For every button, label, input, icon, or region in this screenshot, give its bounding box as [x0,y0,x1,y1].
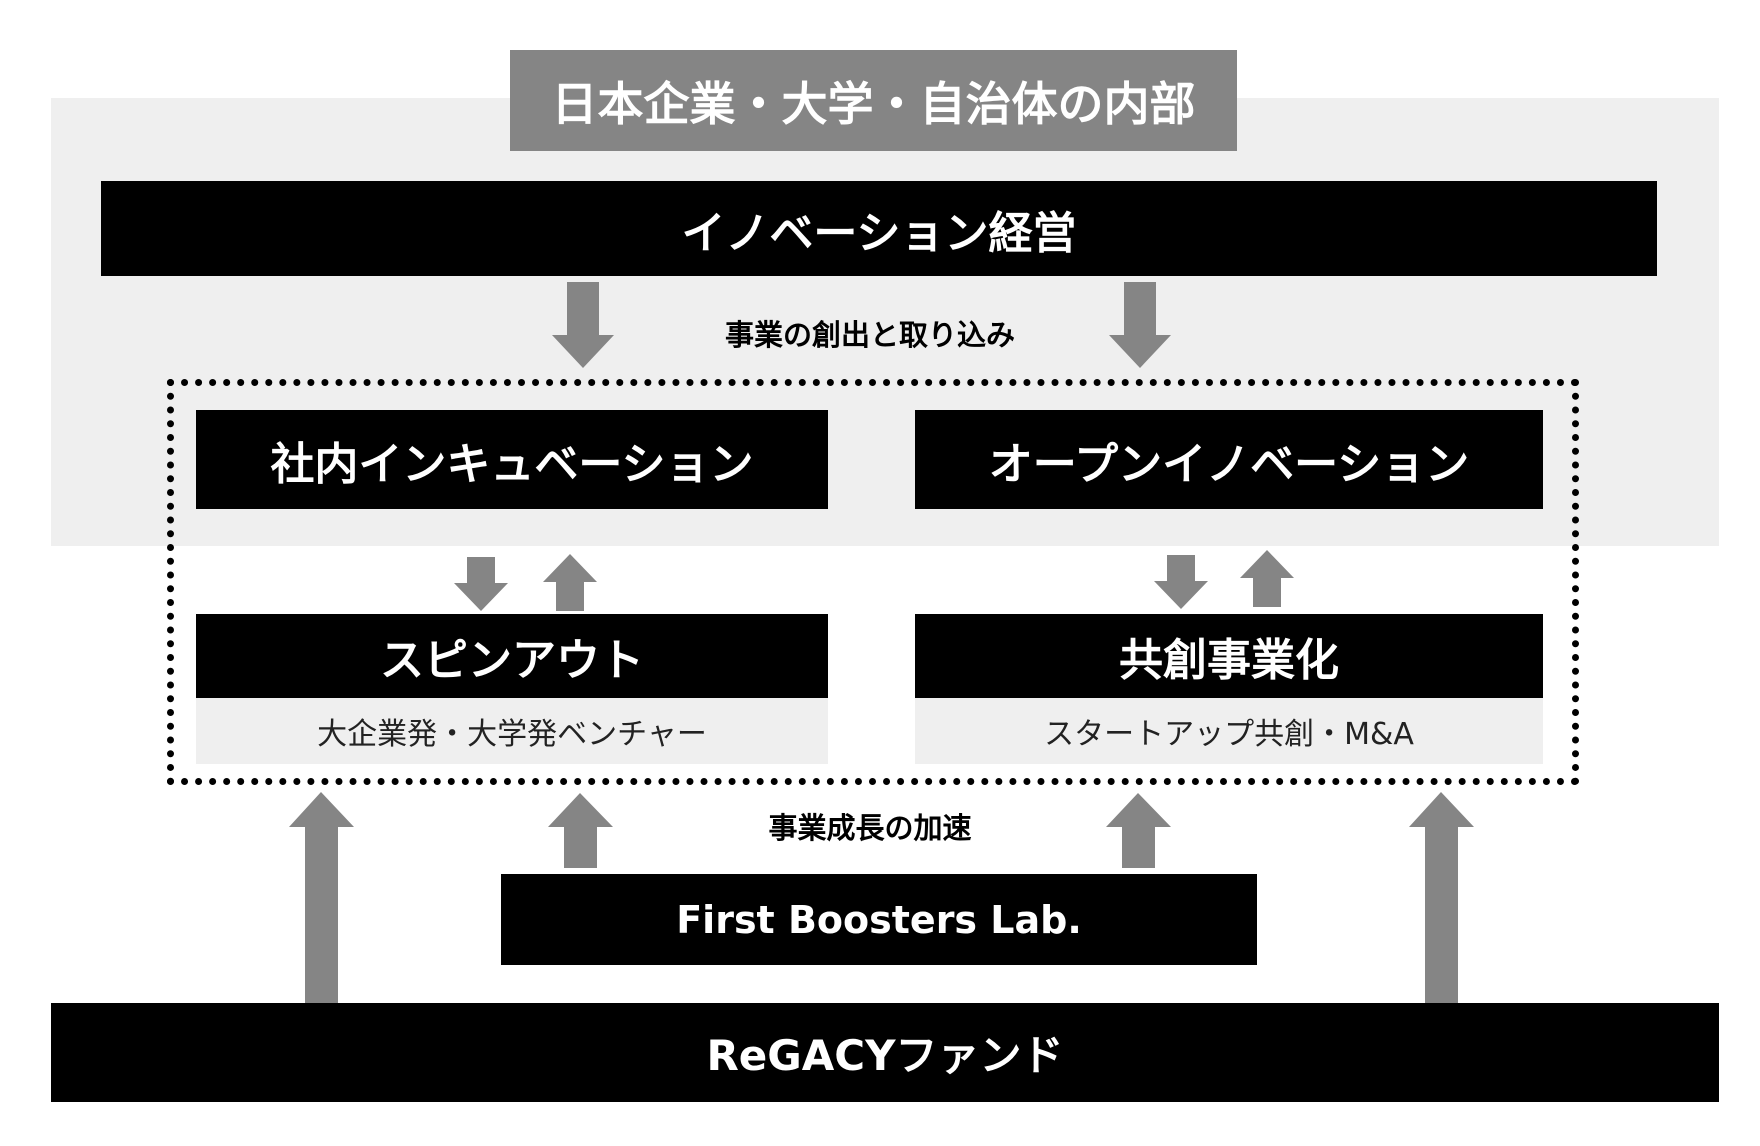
co-creation-label: 共創事業化 [1119,635,1339,686]
up-arrow-cocreation-to-open [1240,550,1294,607]
down-arrow-incubation-to-spinout [454,557,508,611]
innovation-management-label: イノベーション経営 [681,207,1077,259]
down-arrow-left [552,282,614,368]
down-arrow-right [1109,282,1171,368]
first-boosters-lab-box: First Boosters Lab. [501,874,1257,965]
business-initiatives-frame [167,379,1579,785]
down-arrow-open-to-cocreation [1154,555,1208,609]
innovation-management-box: イノベーション経営 [101,181,1657,276]
spinout-subtitle: 大企業発・大学発ベンチャー [317,717,707,752]
up-arrow-fbl-left [548,793,613,868]
regacy-fund-label: ReGACYファンド [706,1031,1064,1080]
internal-incubation-box: 社内インキュベーション [196,410,828,509]
organization-interior-title: 日本企業・大学・自治体の内部 [551,76,1196,131]
organization-interior-header: 日本企業・大学・自治体の内部 [510,50,1237,151]
growth-acceleration-label: 事業成長の加速 [768,811,972,845]
regacy-fund-box: ReGACYファンド [51,1003,1719,1102]
up-arrow-fund-left [289,792,354,1003]
up-arrow-spinout-to-incubation [543,554,597,611]
up-arrow-fund-right [1409,792,1474,1003]
internal-incubation-label: 社内インキュベーション [270,438,754,490]
business-creation-label: 事業の創出と取り込み [724,318,1015,352]
co-creation-box: 共創事業化 [915,614,1543,698]
co-creation-subtitle-box: スタートアップ共創・M&A [915,698,1543,764]
spinout-label: スピンアウト [380,635,644,686]
co-creation-subtitle: スタートアップ共創・M&A [1044,717,1414,752]
up-arrow-fbl-right [1106,793,1171,868]
open-innovation-label: オープンイノベーション [988,438,1470,490]
spinout-subtitle-box: 大企業発・大学発ベンチャー [196,698,828,764]
first-boosters-lab-label: First Boosters Lab. [676,897,1082,942]
open-innovation-box: オープンイノベーション [915,410,1543,509]
spinout-box: スピンアウト [196,614,828,698]
